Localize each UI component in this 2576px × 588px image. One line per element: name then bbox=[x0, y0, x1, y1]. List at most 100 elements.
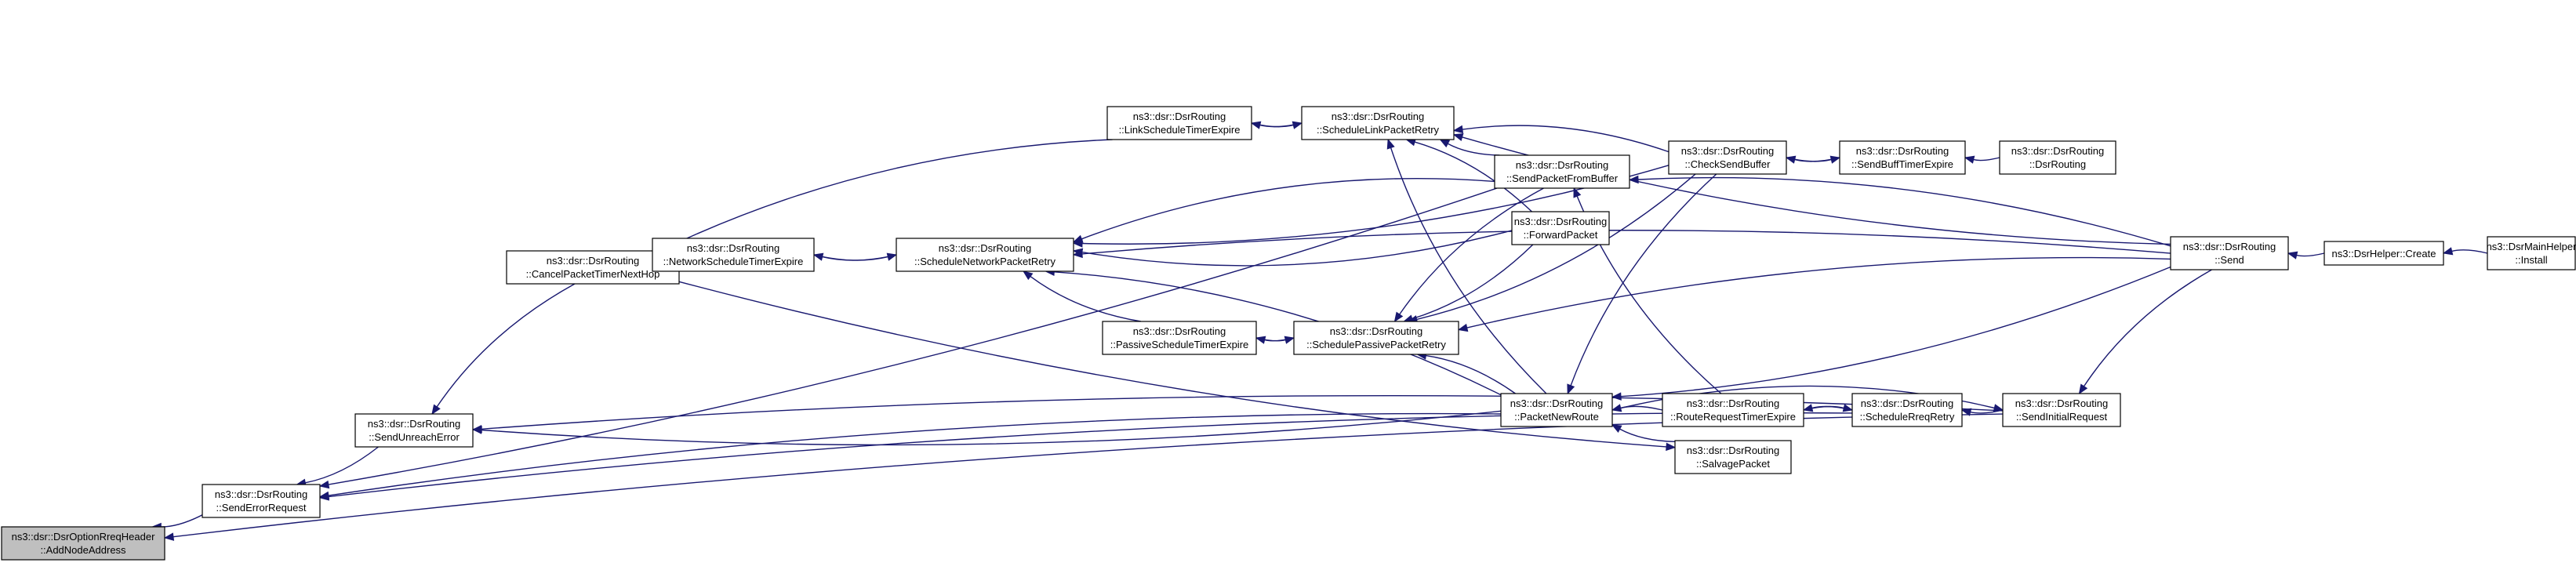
edge-line bbox=[1620, 266, 2171, 397]
node-box bbox=[2487, 236, 2576, 270]
arrowhead-icon bbox=[1072, 249, 1083, 259]
edge-line bbox=[1030, 276, 1142, 322]
node-label-line2: ::AddNodeAddress bbox=[40, 544, 126, 556]
edge-line bbox=[1637, 176, 2171, 247]
node-newroute[interactable]: ns3::dsr::DsrRouting::PacketNewRoute bbox=[1500, 393, 1613, 427]
node-schedrreq[interactable]: ns3::dsr::DsrRouting::ScheduleRreqRetry bbox=[1851, 393, 1963, 427]
edge-line bbox=[1803, 405, 1844, 411]
edge-line bbox=[1399, 187, 1544, 315]
node-label-line2: ::SendErrorRequest bbox=[216, 502, 307, 514]
node-create[interactable]: ns3::DsrHelper::Create bbox=[2323, 241, 2444, 266]
node-initreq[interactable]: ns3::dsr::DsrRouting::SendInitialRequest bbox=[2002, 393, 2121, 427]
edge-line bbox=[1973, 157, 2000, 162]
node-senderr[interactable]: ns3::dsr::DsrRouting::SendErrorRequest bbox=[202, 484, 321, 518]
node-passexp[interactable]: ns3::dsr::DsrRouting::PassiveScheduleTim… bbox=[1102, 321, 1257, 355]
arrowhead-icon bbox=[1628, 175, 1639, 184]
node-buffexp[interactable]: ns3::dsr::DsrRouting::SendBuffTimerExpir… bbox=[1839, 140, 1966, 175]
arrowhead-icon bbox=[1611, 424, 1622, 433]
node-addnode[interactable]: ns3::dsr::DsrOptionRreqHeader::AddNodeAd… bbox=[1, 526, 165, 561]
node-label-line1: ns3::dsr::DsrRouting bbox=[939, 242, 1032, 254]
node-box bbox=[202, 484, 321, 518]
edge-create-to-send bbox=[2287, 251, 2325, 260]
edge-sendbuf-to-schedpass bbox=[1393, 187, 1544, 323]
node-forward[interactable]: ns3::dsr::DsrRouting::ForwardPacket bbox=[1511, 211, 1610, 245]
arrowhead-icon bbox=[1829, 155, 1841, 164]
node-box bbox=[1662, 393, 1804, 427]
nodes-layer: ns3::dsr::DsrOptionRreqHeader::AddNodeAd… bbox=[1, 106, 2576, 561]
arrowhead-icon bbox=[2442, 247, 2454, 256]
node-label-line2: ::PacketNewRoute bbox=[1514, 411, 1599, 423]
edge-newroute-to-schedlink bbox=[1386, 138, 1547, 394]
node-box bbox=[896, 238, 1074, 272]
node-checkbuf[interactable]: ns3::dsr::DsrRouting::CheckSendBuffer bbox=[1668, 140, 1787, 175]
arrowhead-icon bbox=[318, 480, 330, 489]
edge-cancel-to-salvage bbox=[678, 281, 1677, 452]
node-label-line1: ns3::dsr::DsrRouting bbox=[1330, 325, 1423, 337]
node-label-line2: ::RouteRequestTimerExpire bbox=[1670, 411, 1796, 423]
node-sendbuf[interactable]: ns3::dsr::DsrRouting::SendPacketFromBuff… bbox=[1494, 154, 1630, 189]
edge-send-to-schedpass bbox=[1457, 256, 2171, 332]
edge-line bbox=[1447, 143, 1500, 156]
edge-line bbox=[1081, 177, 1495, 240]
node-label-line1: ns3::dsr::DsrRouting bbox=[1861, 397, 1954, 409]
node-box bbox=[1511, 211, 1610, 245]
edge-ctor-to-buffexp bbox=[1964, 155, 2000, 164]
edge-forward-to-schednet bbox=[1072, 230, 1513, 267]
edge-send-to-sendbuf bbox=[1628, 175, 2171, 247]
node-label-line2: ::ScheduleNetworkPacketRetry bbox=[914, 256, 1055, 267]
node-label-line2: ::SendUnreachError bbox=[369, 431, 460, 443]
edge-line bbox=[1251, 122, 1294, 128]
node-netsched[interactable]: ns3::dsr::DsrRouting::NetworkScheduleTim… bbox=[652, 238, 815, 272]
node-box bbox=[354, 413, 474, 448]
node-schedpass[interactable]: ns3::dsr::DsrRouting::SchedulePassivePac… bbox=[1293, 321, 1459, 355]
edge-line bbox=[161, 514, 203, 528]
node-schednet[interactable]: ns3::dsr::DsrRouting::ScheduleNetworkPac… bbox=[896, 238, 1074, 272]
edge-install-to-create bbox=[2442, 247, 2488, 256]
node-label-line1: ns3::dsr::DsrRouting bbox=[1133, 111, 1226, 122]
edge-line bbox=[2296, 252, 2325, 257]
node-label-line1: ns3::dsr::DsrRouting bbox=[1332, 111, 1425, 122]
edge-sendbuf-to-schedlink bbox=[1439, 139, 1500, 156]
arrowhead-icon bbox=[1393, 311, 1404, 323]
node-salvage[interactable]: ns3::dsr::DsrRouting::SalvagePacket bbox=[1674, 440, 1792, 474]
node-label-line2: ::ScheduleLinkPacketRetry bbox=[1317, 124, 1440, 136]
edge-line bbox=[328, 187, 1498, 485]
edge-line bbox=[481, 410, 1502, 446]
edge-linksched-to-cancel bbox=[659, 139, 1113, 252]
node-ctor[interactable]: ns3::dsr::DsrRouting::DsrRouting bbox=[1999, 140, 2116, 175]
node-label-line1: ns3::dsr::DsrRouting bbox=[1514, 216, 1608, 227]
node-label-line1: ns3::DsrHelper::Create bbox=[2332, 248, 2436, 260]
edge-line bbox=[2451, 249, 2488, 254]
node-label-line1: ns3::dsr::DsrRouting bbox=[2183, 241, 2276, 252]
edge-linksched-to-schedlink bbox=[1251, 121, 1303, 129]
node-label-line2: ::PassiveScheduleTimerExpire bbox=[1110, 339, 1249, 350]
edge-salvage-to-newroute bbox=[1611, 424, 1676, 442]
node-rreqexp[interactable]: ns3::dsr::DsrRouting::RouteRequestTimerE… bbox=[1662, 393, 1804, 427]
node-label-line2: ::NetworkScheduleTimerExpire bbox=[663, 256, 804, 267]
node-box bbox=[1, 526, 165, 561]
edge-line bbox=[667, 139, 1113, 248]
arrowhead-icon bbox=[1457, 323, 1469, 332]
arrowhead-icon bbox=[1023, 270, 1034, 281]
edge-line bbox=[1786, 157, 1832, 162]
node-box bbox=[1102, 321, 1257, 355]
edge-rreqexp-to-schedrreq bbox=[1803, 404, 1854, 412]
arrowhead-icon bbox=[1611, 392, 1622, 401]
node-label-line1: ns3::dsr::DsrRouting bbox=[2015, 397, 2109, 409]
node-label-line2: ::Install bbox=[2515, 254, 2547, 266]
edge-line bbox=[2083, 269, 2212, 387]
node-box bbox=[1839, 140, 1966, 175]
node-send[interactable]: ns3::dsr::DsrRouting::Send bbox=[2170, 236, 2289, 270]
edge-line bbox=[1390, 147, 1547, 394]
node-label-line1: ns3::dsr::DsrRouting bbox=[368, 418, 461, 430]
node-label-line1: ns3::dsr::DsrRouting bbox=[1687, 397, 1780, 409]
node-install[interactable]: ns3::DsrMainHelper::Install bbox=[2487, 236, 2576, 270]
node-linksched[interactable]: ns3::dsr::DsrRouting::LinkScheduleTimerE… bbox=[1106, 106, 1252, 140]
node-label-line2: ::LinkScheduleTimerExpire bbox=[1119, 124, 1241, 136]
node-box bbox=[1674, 440, 1792, 474]
node-box bbox=[1500, 393, 1613, 427]
node-unreach[interactable]: ns3::dsr::DsrRouting::SendUnreachError bbox=[354, 413, 474, 448]
arrowhead-icon bbox=[1292, 121, 1303, 129]
node-box bbox=[1106, 106, 1252, 140]
node-schedlink[interactable]: ns3::dsr::DsrRouting::ScheduleLinkPacket… bbox=[1301, 106, 1455, 140]
